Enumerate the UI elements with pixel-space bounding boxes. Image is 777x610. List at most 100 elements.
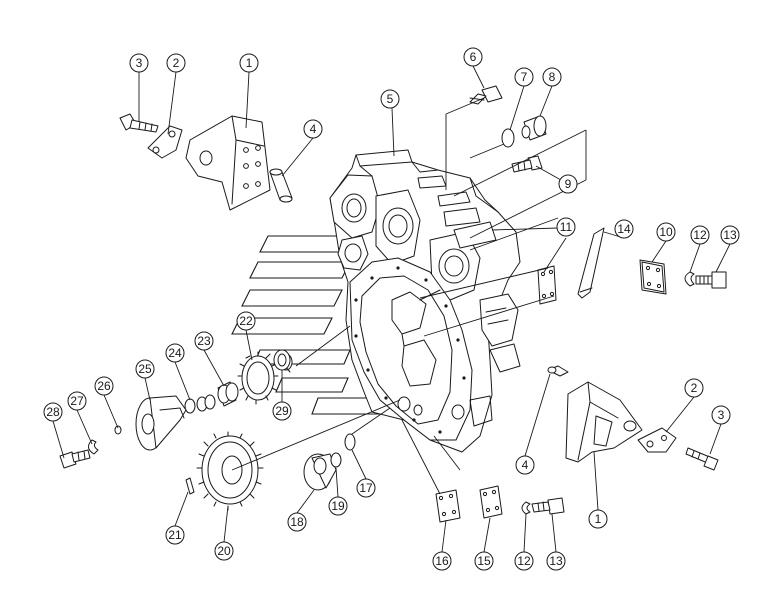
callout-c23: 23 (194, 331, 214, 351)
bolt-28 (59, 449, 91, 469)
svg-text:15: 15 (477, 554, 491, 568)
washer-12-upper (684, 271, 695, 287)
bolt-13-lower (531, 497, 565, 515)
cover-plate-11 (453, 221, 557, 305)
callout-c17: 17 (356, 478, 376, 498)
callout-c18: 18 (287, 512, 307, 532)
gear-22 (237, 351, 279, 405)
callout-c13b: 13 (546, 551, 566, 571)
o-ring-17 (344, 433, 356, 451)
svg-text:27: 27 (70, 394, 84, 408)
shaft-25 (135, 395, 187, 451)
svg-text:9: 9 (565, 177, 572, 191)
callout-c9: 9 (558, 174, 578, 194)
callout-c29: 29 (272, 401, 292, 421)
svg-text:14: 14 (617, 222, 631, 236)
bolt-13-upper (695, 271, 727, 289)
svg-text:26: 26 (97, 379, 111, 393)
svg-text:6: 6 (470, 50, 477, 64)
callout-c24: 24 (165, 343, 185, 363)
cover-plate-15 (479, 485, 503, 519)
callout-c8: 8 (542, 67, 562, 87)
callout-c12b: 12 (514, 551, 534, 571)
svg-text:7: 7 (521, 70, 528, 84)
callout-c3b: 3 (711, 405, 731, 425)
plug-26 (114, 425, 122, 435)
lock-plate-lower (637, 427, 677, 453)
lock-plate-upper (147, 125, 183, 159)
svg-text:22: 22 (239, 314, 253, 328)
svg-text:17: 17 (359, 481, 373, 495)
gear-20 (196, 431, 264, 511)
svg-text:13: 13 (723, 228, 737, 242)
callout-c12a: 12 (690, 225, 710, 245)
svg-text:1: 1 (246, 56, 253, 70)
callout-c26: 26 (94, 376, 114, 396)
bolt-6 (469, 85, 503, 105)
rings-24 (184, 394, 216, 414)
svg-text:4: 4 (522, 458, 529, 472)
callout-c15: 15 (474, 551, 494, 571)
svg-text:24: 24 (168, 346, 182, 360)
callout-c14: 14 (614, 219, 634, 239)
o-ring-7 (501, 128, 515, 148)
seal-29 (273, 349, 291, 371)
pin-21 (185, 477, 195, 495)
callout-c6: 6 (463, 47, 483, 67)
svg-text:12: 12 (517, 554, 531, 568)
clip-14 (577, 227, 605, 299)
svg-text:11: 11 (560, 220, 573, 234)
callout-c2a: 2 (166, 53, 186, 73)
bolt-9 (511, 155, 543, 173)
svg-text:19: 19 (331, 499, 345, 513)
callout-c4b: 4 (515, 455, 535, 475)
callout-c10: 10 (656, 222, 676, 242)
svg-text:23: 23 (197, 334, 211, 348)
cover-plate-16 (435, 489, 461, 523)
svg-text:18: 18 (290, 515, 304, 529)
callout-c2b: 2 (684, 378, 704, 398)
callout-c5: 5 (380, 89, 400, 109)
svg-text:5: 5 (387, 92, 394, 106)
callout-c21: 21 (165, 525, 185, 545)
mounting-bracket-lower (565, 381, 643, 463)
svg-text:3: 3 (136, 56, 143, 70)
callout-c16: 16 (432, 551, 452, 571)
svg-text:12: 12 (693, 228, 707, 242)
callout-c7: 7 (514, 67, 534, 87)
washer-12-lower (521, 501, 531, 515)
callout-c11: 11 (556, 217, 576, 237)
svg-text:2: 2 (173, 56, 180, 70)
callout-c13a: 13 (720, 225, 740, 245)
svg-text:8: 8 (549, 70, 556, 84)
svg-text:2: 2 (691, 381, 698, 395)
svg-text:28: 28 (46, 405, 60, 419)
svg-text:3: 3 (718, 408, 725, 422)
svg-text:16: 16 (435, 554, 449, 568)
svg-text:10: 10 (659, 225, 673, 239)
dowel-pin-upper (269, 168, 293, 203)
leader-lines (52, 65, 731, 553)
svg-text:25: 25 (138, 362, 152, 376)
dowel-pin-lower (547, 365, 569, 377)
washer-27 (88, 439, 99, 455)
callout-c28: 28 (43, 402, 63, 422)
callout-c25: 25 (135, 359, 155, 379)
callout-c19: 19 (328, 496, 348, 516)
bearing-23 (217, 381, 239, 407)
callout-c4a: 4 (303, 119, 323, 139)
callout-c1a: 1 (239, 53, 259, 73)
svg-text:4: 4 (310, 122, 317, 136)
bushing-18 (303, 453, 337, 491)
callout-c22: 22 (236, 311, 256, 331)
svg-text:29: 29 (275, 404, 289, 418)
svg-text:20: 20 (217, 544, 231, 558)
svg-text:21: 21 (168, 528, 182, 542)
svg-text:1: 1 (595, 512, 602, 526)
cover-plate-10 (639, 259, 667, 295)
bolt-upper (119, 113, 159, 133)
callout-c20: 20 (214, 541, 234, 561)
callout-c27: 27 (67, 391, 87, 411)
callout-c3a: 3 (129, 53, 149, 73)
